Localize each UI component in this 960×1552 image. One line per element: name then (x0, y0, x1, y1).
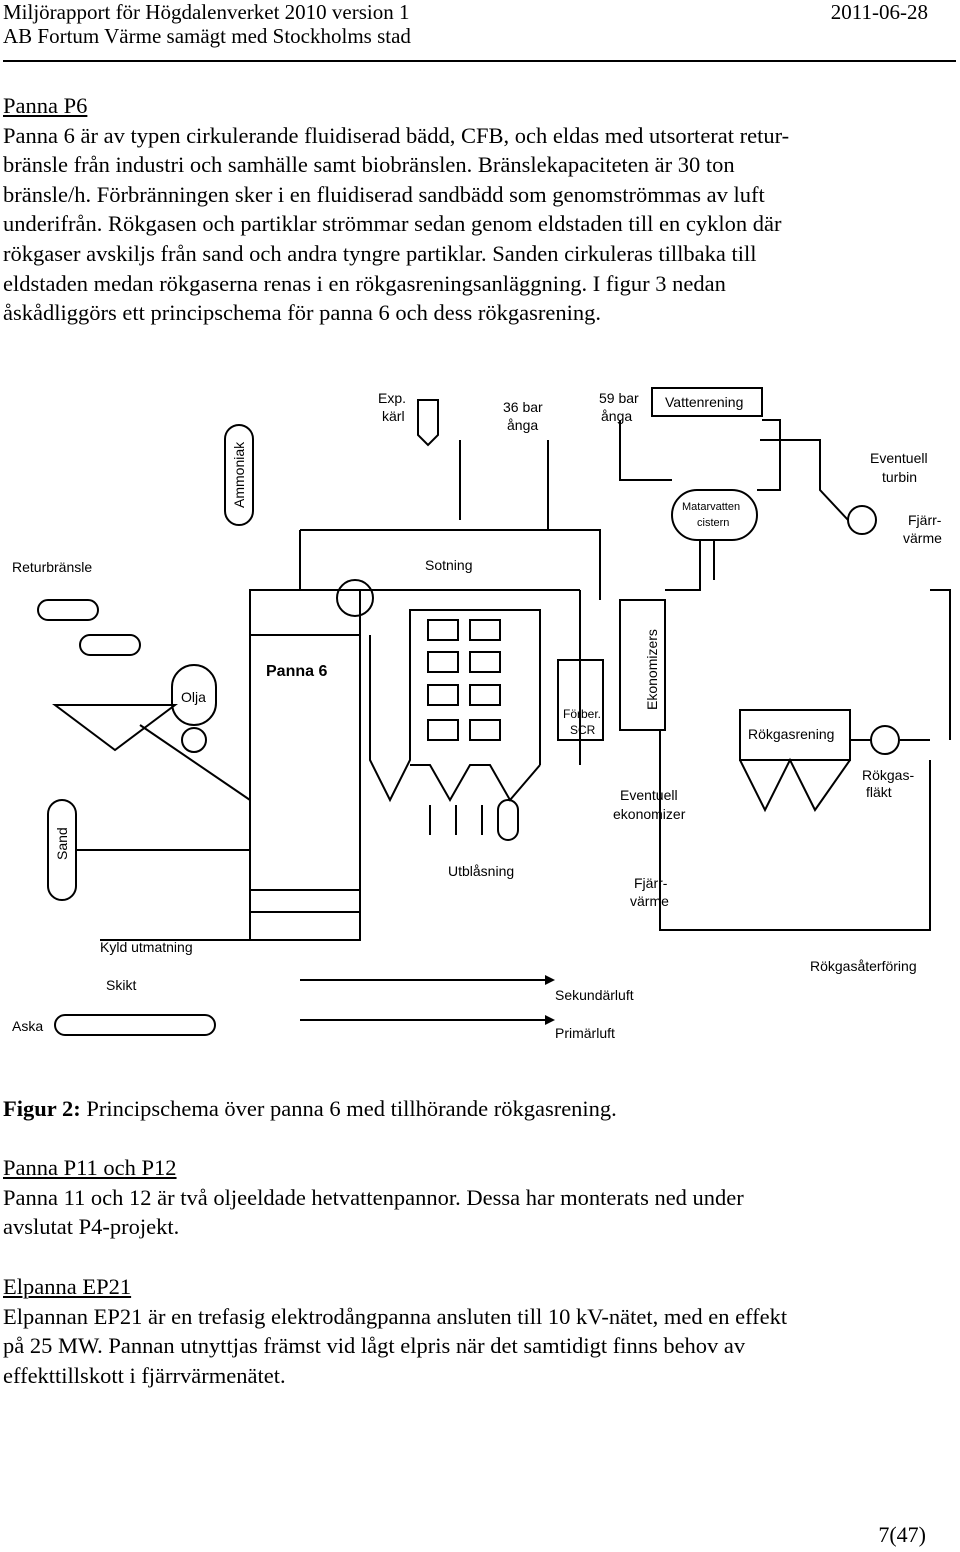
label-sekundarluft: Sekundärluft (555, 987, 634, 1003)
label-forber-scr-2: SCR (570, 723, 596, 737)
label-returbransle: Returbränsle (12, 559, 92, 575)
paragraph-line: åskådliggörs ett principschema för panna… (3, 300, 601, 326)
label-skikt: Skikt (106, 977, 136, 993)
ammonia-tank (224, 424, 254, 526)
label-forber-scr-1: Förber. (563, 707, 601, 721)
paragraph-line: Panna 11 och 12 är två oljeeldade hetvat… (3, 1184, 744, 1210)
paragraph-line: rökgaser avskiljs från sand och andra ty… (3, 240, 757, 266)
caption-text: Principschema över panna 6 med tillhöran… (80, 1096, 617, 1121)
label-primarluft: Primärluft (555, 1025, 615, 1041)
oil-tank (171, 664, 217, 726)
water-treatment-box (651, 387, 763, 417)
label-fjarrvarme-4: värme (630, 893, 669, 909)
boiler-panna-6-body (249, 634, 361, 941)
label-matarvatten-2: cistern (697, 517, 729, 529)
paragraph-line: effekttillskott i fjärrvärmenätet. (3, 1362, 286, 1388)
report-owner: AB Fortum Värme samägt med Stockholms st… (3, 24, 411, 48)
header-divider (3, 60, 956, 62)
label-eventuell-ekonomizer-1: Eventuell (620, 787, 678, 803)
label-olja: Olja (181, 689, 206, 705)
label-36-bar-2: ånga (507, 417, 538, 433)
label-ammoniak: Ammoniak (231, 441, 247, 508)
label-rokgasflakt-2: fläkt (866, 784, 892, 800)
boiler-bed (249, 889, 361, 913)
label-kyld-utmatning: Kyld utmatning (100, 939, 193, 955)
label-matarvatten-1: Matarvatten (682, 501, 740, 513)
flue-gas-cleaning-box (739, 709, 851, 761)
paragraph-line: underifrån. Rökgasen och partiklar ström… (3, 211, 782, 237)
page-header-line-1: Miljörapport för Högdalenverket 2010 ver… (3, 0, 928, 24)
label-aska: Aska (12, 1018, 43, 1034)
page-number: 7(47) (878, 1522, 926, 1547)
paragraph-line: Panna 6 är av typen cirkulerande fluidis… (3, 122, 790, 148)
label-fjarrvarme-2: värme (903, 530, 942, 546)
feedwater-tank (671, 489, 758, 541)
report-date: 2011-06-28 (830, 0, 928, 24)
figure-caption: Figur 2: Principschema över panna 6 med … (3, 1094, 943, 1124)
label-eventuell-turbin-1: Eventuell (870, 450, 928, 466)
expansion-vessel (417, 399, 439, 447)
label-rokgasrening: Rökgasrening (748, 726, 834, 742)
paragraph-line: eldstaden medan rökgaserna renas i en rö… (3, 270, 726, 296)
report-title: Miljörapport för Högdalenverket 2010 ver… (3, 0, 410, 24)
label-sand: Sand (54, 827, 70, 860)
label-vattenrening: Vattenrening (665, 394, 743, 410)
label-rokgasflakt-1: Rökgas- (862, 767, 914, 783)
section-p11-p12: Panna P11 och P12 Panna 11 och 12 är två… (3, 1153, 943, 1242)
paragraph-line: på 25 MW. Pannan utnyttjas främst vid lå… (3, 1333, 746, 1359)
paragraph-line: bränsle från industri och samhälle samt … (3, 152, 735, 178)
label-utblasning: Utblåsning (448, 863, 514, 879)
label-ekonomizers: Ekonomizers (644, 629, 660, 710)
label-panna-6: Panna 6 (266, 663, 327, 680)
paragraph-line: avslutat P4-projekt. (3, 1214, 180, 1240)
label-fjarrvarme-1: Fjärr- (908, 512, 942, 528)
section-heading-ep21: Elpanna EP21 (3, 1274, 132, 1299)
label-exp-karl-1: Exp. (378, 390, 406, 406)
label-sotning: Sotning (425, 557, 472, 573)
paragraph-line: bränsle/h. Förbränningen sker i en fluid… (3, 181, 765, 207)
section-heading-p11: Panna P11 och P12 (3, 1155, 177, 1180)
economizer-column (619, 599, 666, 731)
cyclone (336, 579, 374, 617)
district-heating-exchanger (847, 505, 877, 535)
section-p6: Panna P6 Panna 6 är av typen cirkulerand… (3, 91, 943, 328)
label-rokgasaterforing: Rökgasåterföring (810, 958, 917, 974)
page-header-line-2: AB Fortum Värme samägt med Stockholms st… (3, 24, 928, 48)
label-36-bar-1: 36 bar (503, 399, 543, 415)
label-eventuell-turbin-2: turbin (882, 469, 917, 485)
caption-label: Figur 2: (3, 1096, 81, 1121)
label-exp-karl-2: kärl (382, 408, 405, 424)
label-eventuell-ekonomizer-2: ekonomizer (613, 806, 686, 822)
label-fjarrvarme-3: Fjärr- (634, 875, 668, 891)
paragraph-line: Elpannan EP21 är en trefasig elektrodång… (3, 1303, 788, 1329)
section-heading-p6: Panna P6 (3, 93, 88, 118)
label-59-bar-1: 59 bar (599, 390, 639, 406)
label-59-bar-2: ånga (601, 408, 632, 424)
section-ep21: Elpanna EP21 Elpannan EP21 är en trefasi… (3, 1272, 943, 1390)
boiler-process-diagram: Exp. kärl 36 bar ånga 59 bar ånga Vatten… (12, 387, 951, 1041)
flue-gas-fan (870, 725, 900, 755)
